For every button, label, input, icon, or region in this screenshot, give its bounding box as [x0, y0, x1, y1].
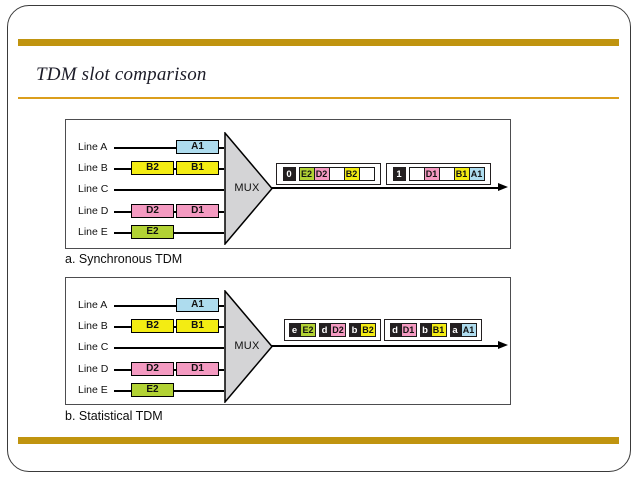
data-unit-box: D1	[176, 204, 219, 218]
line-label: Line D	[78, 205, 109, 217]
address-slot: d	[319, 323, 330, 337]
data-slot: D2	[330, 323, 346, 337]
data-slot: E2	[300, 323, 316, 337]
address-slot: d	[389, 323, 401, 337]
addressed-slot-pair: b B2	[349, 323, 376, 337]
frame-box: d D1 b B1 a A1	[384, 319, 482, 341]
data-slot: B1	[430, 323, 447, 337]
line-label: Line B	[78, 162, 108, 174]
data-slot: D2	[313, 167, 330, 181]
empty-slot	[328, 167, 345, 181]
data-slot: B2	[360, 323, 376, 337]
data-unit-box: E2	[131, 225, 174, 239]
line-label: Line C	[78, 183, 109, 195]
mux-triangle	[224, 290, 273, 403]
line-label: Line A	[78, 141, 108, 153]
addressed-slot-pair: a A1	[449, 323, 477, 337]
statistical-tdm-panel: Line A A1 Line B B2 B1 Line C Line D D2 …	[65, 277, 511, 405]
frame-box: e E2 d D2 b B2	[284, 319, 381, 341]
line-label: Line D	[78, 363, 109, 375]
line-wire	[114, 305, 224, 307]
mux-label: MUX	[234, 340, 260, 352]
data-slot: A1	[468, 167, 485, 181]
mux-label: MUX	[234, 182, 260, 194]
line-label: Line B	[78, 320, 108, 332]
addressed-slot-pair: d D1	[389, 323, 417, 337]
data-unit-box: B1	[176, 161, 219, 175]
output-arrowhead-icon	[498, 183, 508, 191]
data-unit-box: D2	[131, 204, 174, 218]
addressed-slot-pair: e E2	[289, 323, 316, 337]
addressed-slot-pair: b B1	[419, 323, 447, 337]
address-slot: a	[449, 323, 461, 337]
data-unit-box: D1	[176, 362, 219, 376]
empty-slot	[358, 167, 375, 181]
data-slot: D1	[423, 167, 440, 181]
page-title: TDM slot comparison	[36, 64, 207, 85]
address-slot: b	[349, 323, 360, 337]
caption-statistical-tdm: b. Statistical TDM	[65, 409, 163, 423]
slide-frame: TDM slot comparison Line A A1 Line B B2 …	[7, 5, 631, 472]
data-slot: B2	[343, 167, 360, 181]
frame-box: 1 D1 B1 A1	[386, 163, 491, 185]
line-label: Line A	[78, 299, 108, 311]
line-wire	[114, 189, 224, 191]
address-slot: b	[419, 323, 431, 337]
frame-number-slot: 0	[282, 167, 296, 181]
line-wire	[114, 147, 224, 149]
data-slot: D1	[400, 323, 417, 337]
data-unit-box: E2	[131, 383, 174, 397]
data-unit-box: B1	[176, 319, 219, 333]
top-accent-bar	[18, 39, 619, 46]
data-slot: E2	[298, 167, 315, 181]
line-label: Line E	[78, 384, 108, 396]
line-wire	[114, 347, 224, 349]
data-unit-box: A1	[176, 140, 219, 154]
data-unit-box: A1	[176, 298, 219, 312]
data-unit-box: B2	[131, 319, 174, 333]
data-unit-box: B2	[131, 161, 174, 175]
data-slot: B1	[453, 167, 470, 181]
frame-box: 0 E2 D2 B2	[276, 163, 381, 185]
mux-triangle	[224, 132, 273, 245]
data-unit-box: D2	[131, 362, 174, 376]
empty-slot	[438, 167, 455, 181]
caption-synchronous-tdm: a. Synchronous TDM	[65, 252, 183, 266]
line-label: Line C	[78, 341, 109, 353]
output-arrow-line	[271, 345, 500, 347]
output-arrowhead-icon	[498, 341, 508, 349]
line-label: Line E	[78, 226, 108, 238]
bottom-accent-bar	[18, 437, 619, 444]
title-underline-rule	[18, 97, 619, 99]
frame-number-slot: 1	[392, 167, 406, 181]
synchronous-tdm-panel: Line A A1 Line B B2 B1 Line C Line D D2 …	[65, 119, 511, 249]
output-arrow-line	[271, 187, 500, 189]
addressed-slot-pair: d D2	[319, 323, 346, 337]
data-slot: A1	[460, 323, 477, 337]
address-slot: e	[289, 323, 300, 337]
empty-slot	[408, 167, 425, 181]
